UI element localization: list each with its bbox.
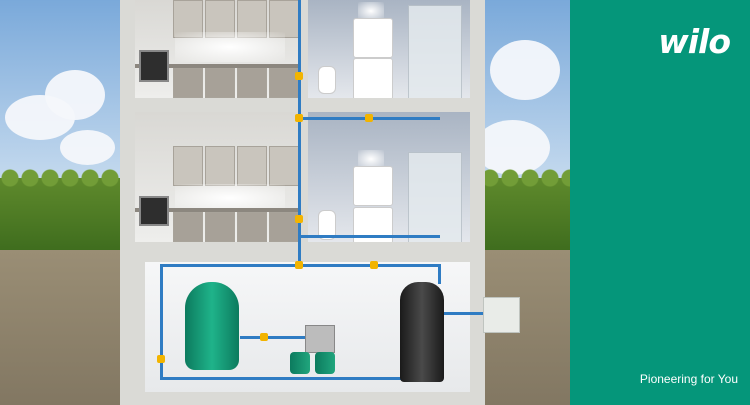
toilet-icon: [318, 66, 336, 94]
pipe: [160, 264, 163, 379]
wall-inlet-sleeve: [483, 297, 520, 333]
storage-tank: [400, 282, 444, 382]
toilet-icon: [318, 210, 336, 240]
pipe: [438, 264, 441, 284]
riser-pipe: [298, 0, 301, 265]
brand-sidebar: wilo Pioneering for You: [570, 0, 750, 405]
fitting-icon: [157, 355, 165, 363]
mirror-cabinet-icon: [353, 18, 393, 58]
cloud: [490, 40, 560, 100]
pipe: [298, 235, 440, 238]
shower-cabin-icon: [408, 5, 462, 98]
kitchen-lower-floor: [135, 112, 300, 242]
shower-cabin-icon: [408, 152, 462, 242]
fitting-icon: [295, 114, 303, 122]
fitting-icon: [260, 333, 268, 341]
fitting-icon: [295, 215, 303, 223]
inlet-pipe: [444, 312, 510, 315]
bathroom-lower-floor: [308, 112, 470, 242]
control-panel: [305, 325, 335, 353]
mirror-cabinet-icon: [353, 166, 393, 206]
fitting-icon: [365, 114, 373, 122]
kitchen-upper-floor: [135, 0, 300, 98]
oven-icon: [139, 196, 169, 226]
cloud: [60, 130, 115, 165]
wilo-logo[interactable]: wilo: [658, 22, 731, 61]
brand-tagline: Pioneering for You: [639, 372, 738, 386]
fitting-icon: [295, 72, 303, 80]
pipe: [240, 336, 305, 339]
pressure-vessel: [185, 282, 239, 370]
cloud: [45, 70, 105, 120]
pump-icon: [315, 352, 335, 374]
bathroom-upper-floor: [308, 0, 470, 98]
fitting-icon: [370, 261, 378, 269]
oven-icon: [139, 50, 169, 82]
cloud: [475, 120, 550, 175]
fitting-icon: [295, 261, 303, 269]
pump-icon: [290, 352, 310, 374]
vanity-icon: [353, 58, 393, 98]
pipe: [160, 377, 410, 380]
building-illustration: [0, 0, 570, 405]
